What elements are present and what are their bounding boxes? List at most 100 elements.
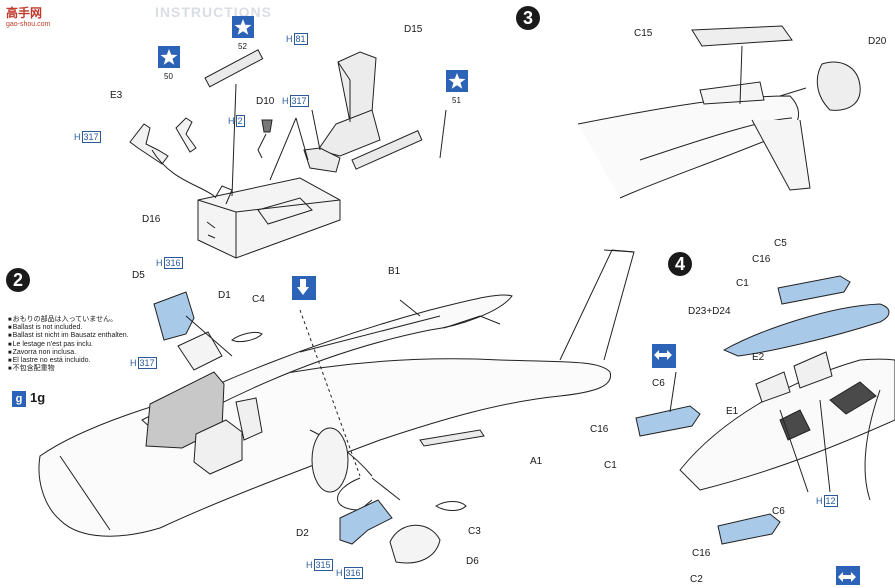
watermark-url: gao-shou.com <box>6 21 51 28</box>
decal-number-50: 50 <box>164 72 173 81</box>
part-label: C15 <box>634 28 653 39</box>
part-label: C5 <box>774 238 787 249</box>
step-2-badge: 2 <box>6 268 30 292</box>
h-code-value: 317 <box>289 95 309 107</box>
part-label: C1 <box>736 278 749 289</box>
note-zh: 不包含配重物 <box>8 365 129 373</box>
step-4-badge: 4 <box>668 252 692 276</box>
assembly-line <box>779 399 831 493</box>
part-label: C1 <box>604 460 617 471</box>
part-label: C6 <box>652 378 665 389</box>
note-it: Zavorra non inclusa. <box>8 349 129 357</box>
part-label: D16 <box>142 214 161 225</box>
pylon-c6-blue-lower <box>717 513 781 545</box>
canopy-frame-b1 <box>141 294 513 437</box>
main-fuselage-a1 <box>38 249 635 537</box>
star-decal-icon <box>446 70 468 92</box>
part-label: E3 <box>110 90 123 101</box>
part-label: B1 <box>388 266 401 277</box>
part-label: E2 <box>752 352 765 363</box>
part-d2-blue <box>339 499 393 545</box>
assembly-line <box>269 117 309 181</box>
h-code-value: 81 <box>293 33 308 45</box>
ejection-seat-d15 <box>303 51 381 173</box>
direction-arrows-icon <box>836 566 860 585</box>
note-ja: おもりの部品は入っていません。 <box>8 316 129 324</box>
h-code-value: 12 <box>823 495 838 507</box>
note-es: El lastre no está incluido. <box>8 357 129 365</box>
part-label: D5 <box>132 270 145 281</box>
watermark-title: 高手网 <box>6 6 43 20</box>
ballast-notes: おもりの部品は入っていません。 Ballast is not included.… <box>8 316 129 373</box>
part-label: D23+D24 <box>688 306 731 317</box>
note-de: Ballast ist nicht im Bausatz enthalten. <box>8 332 129 340</box>
direction-arrows-icon <box>652 344 676 368</box>
h-code-value: 315 <box>313 559 333 571</box>
part-d6 <box>389 524 441 564</box>
part-d5-blue <box>153 291 195 341</box>
header-faded-text: INSTRUCTIONS <box>155 4 272 20</box>
ballast-weight: g 1g <box>12 389 45 407</box>
part-label: C6 <box>772 506 785 517</box>
watermark: 高手网 gao-shou.com <box>6 4 50 28</box>
star-decal-icon <box>158 46 180 68</box>
part-label: C4 <box>252 294 265 305</box>
cockpit-interior-gray <box>145 371 263 475</box>
part-label: D2 <box>296 528 309 539</box>
weight-value: 1g <box>30 390 46 405</box>
note-en: Ballast is not included. <box>8 324 129 332</box>
weight-icon: g <box>12 391 26 407</box>
star-decal-icon <box>232 16 254 38</box>
cement-icon <box>292 276 316 300</box>
part-c4 <box>231 331 263 343</box>
control-stick-d10 <box>257 119 273 159</box>
part-label: D10 <box>256 96 275 107</box>
rear-fuselage-step3 <box>577 25 861 199</box>
decal-number-51: 51 <box>452 96 461 105</box>
part-c3 <box>435 501 467 511</box>
part-label: C16 <box>752 254 771 265</box>
part-label: C16 <box>692 548 711 559</box>
decal-number-52: 52 <box>238 42 247 51</box>
part-label: A1 <box>530 456 543 467</box>
part-label: E1 <box>726 406 739 417</box>
assembly-line <box>59 455 111 531</box>
assembly-line <box>399 299 421 317</box>
part-label: D1 <box>218 290 231 301</box>
assembly-line <box>185 315 233 357</box>
part-d1 <box>177 331 223 371</box>
nose-section-step4 <box>679 351 895 501</box>
instrument-decal-strips <box>204 49 423 170</box>
part-label: D20 <box>868 36 887 47</box>
part-e3-rudder-pedals <box>129 117 197 165</box>
assembly-line <box>439 109 447 159</box>
assembly-line <box>669 371 677 413</box>
step-3-badge: 3 <box>516 6 540 30</box>
cockpit-tub-d16 <box>197 177 341 259</box>
assembly-line <box>231 83 237 197</box>
note-fr: Le lestage n'est pas inclu. <box>8 341 129 349</box>
h-code-value: 316 <box>163 257 183 269</box>
pylon-c5-blue <box>777 275 851 305</box>
part-label: D6 <box>466 556 479 567</box>
h-code-value: 2 <box>235 115 245 127</box>
h-code-value: 317 <box>137 357 157 369</box>
part-label: C3 <box>468 526 481 537</box>
pylon-c6-blue-upper <box>635 405 701 437</box>
part-label: D15 <box>404 24 423 35</box>
assembly-line <box>151 149 215 197</box>
part-label: C16 <box>590 424 609 435</box>
drop-tank-d23-d24-blue <box>722 303 890 357</box>
h-code-value: 316 <box>343 567 363 579</box>
